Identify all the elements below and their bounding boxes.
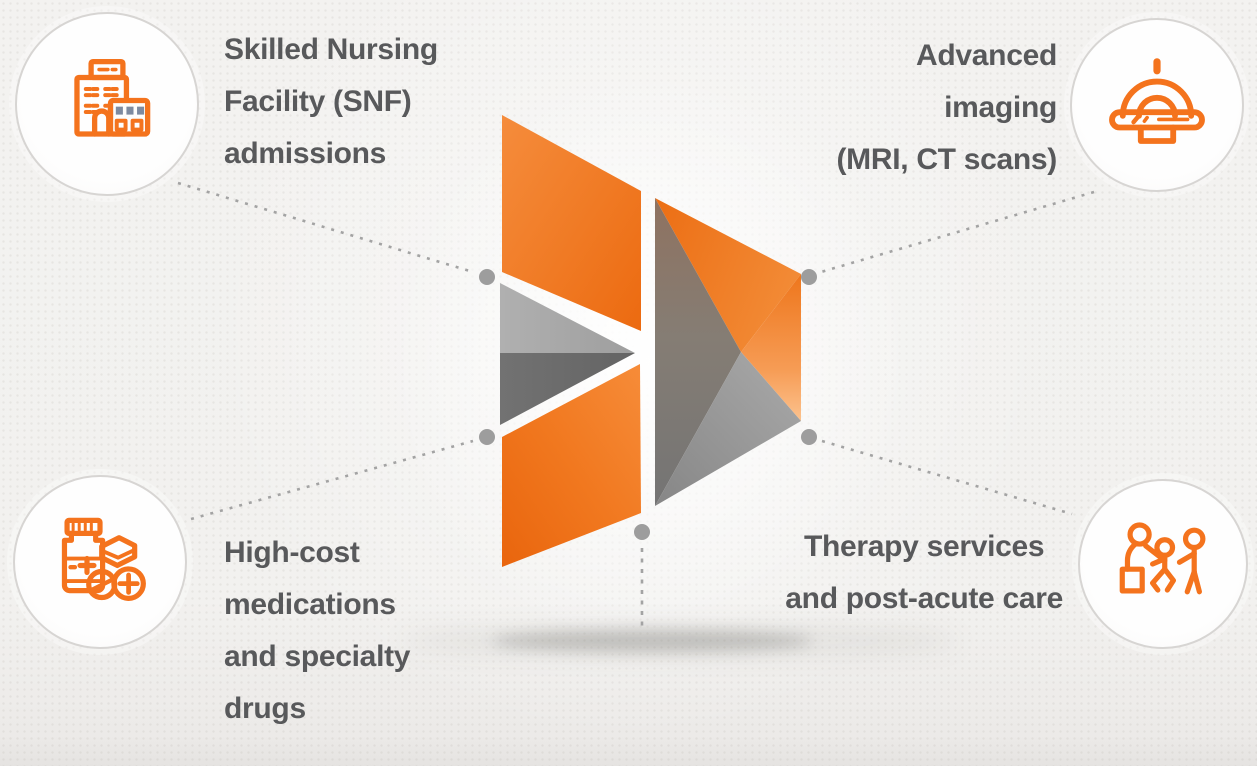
logo-right-orange-top (655, 198, 801, 352)
dot-bottom-left (479, 429, 495, 445)
connector-line-medications (190, 439, 474, 521)
dot-bottom-right (801, 429, 817, 445)
connector-lines (177, 181, 1095, 632)
label-therapy: Therapy services and post-acute care (785, 530, 1063, 615)
logo-left-bottom-quad (502, 364, 641, 567)
node-circle-snf (15, 12, 199, 196)
connector-line-snf (177, 181, 474, 274)
mri-scanner-icon (1109, 58, 1205, 144)
logo-shadow-wide (400, 626, 960, 656)
label-medications: High-cost medications and specialty drug… (224, 536, 411, 725)
dot-bottom-center (634, 524, 650, 540)
therapy-people-icon (1119, 522, 1206, 595)
connector-line-imaging (820, 190, 1095, 274)
label-snf: Skilled Nursing Facility (SNF) admission… (224, 33, 438, 170)
medications-icon (61, 517, 146, 601)
node-circle-therapy (1078, 479, 1248, 649)
logo-left-glyph (500, 115, 641, 567)
logo-right-glyph (655, 198, 801, 506)
logo-left-gray-top (500, 283, 635, 353)
dot-top-left (479, 269, 495, 285)
logo-right-orange-strip (741, 274, 801, 421)
node-circle-medications (13, 475, 187, 649)
connector-dots (479, 269, 817, 540)
logo-right-gray-triangle (655, 352, 801, 506)
logo-left-top-quad (502, 115, 641, 331)
connector-line-therapy (821, 439, 1073, 516)
logo-shadow (492, 630, 812, 652)
label-imaging: Advanced imaging (MRI, CT scans) (836, 39, 1057, 176)
node-circle-imaging (1070, 18, 1244, 192)
logo-right-dark-wedge (655, 198, 741, 506)
logo-left-gray-bottom (500, 353, 635, 425)
dot-top-right (801, 269, 817, 285)
hospital-icon (74, 58, 151, 137)
